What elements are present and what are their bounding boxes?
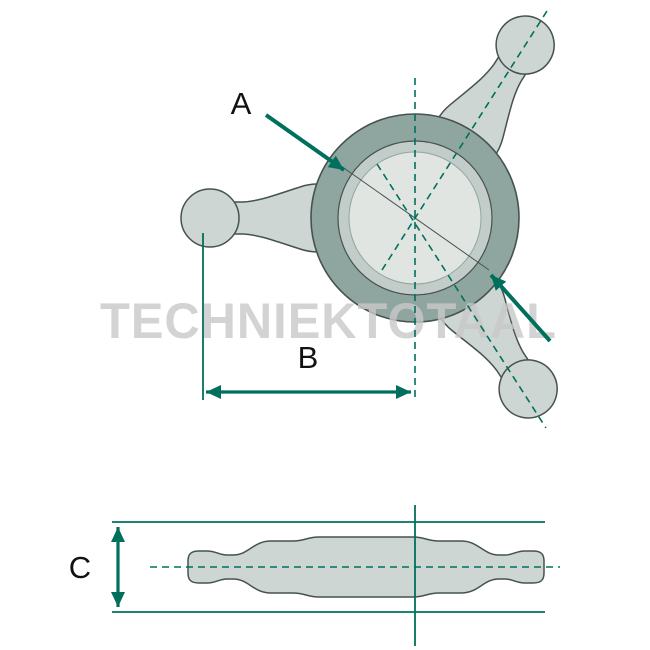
side-view: C — [69, 505, 560, 646]
arm-axis-upper-right — [381, 10, 548, 271]
ring-pointer-arrow — [489, 273, 552, 343]
leader-arrow-a — [264, 113, 346, 172]
arm-ball — [498, 359, 558, 419]
watermark-text: TECHNIEKTOTAAL — [100, 293, 557, 349]
arm-axis-lower-right — [376, 163, 547, 429]
label-b: B — [298, 340, 319, 375]
label-c: C — [69, 550, 91, 585]
top-view — [180, 15, 558, 419]
arm-ball — [180, 188, 240, 248]
label-a: A — [231, 86, 252, 121]
top-view-annotations: A B — [202, 10, 552, 429]
